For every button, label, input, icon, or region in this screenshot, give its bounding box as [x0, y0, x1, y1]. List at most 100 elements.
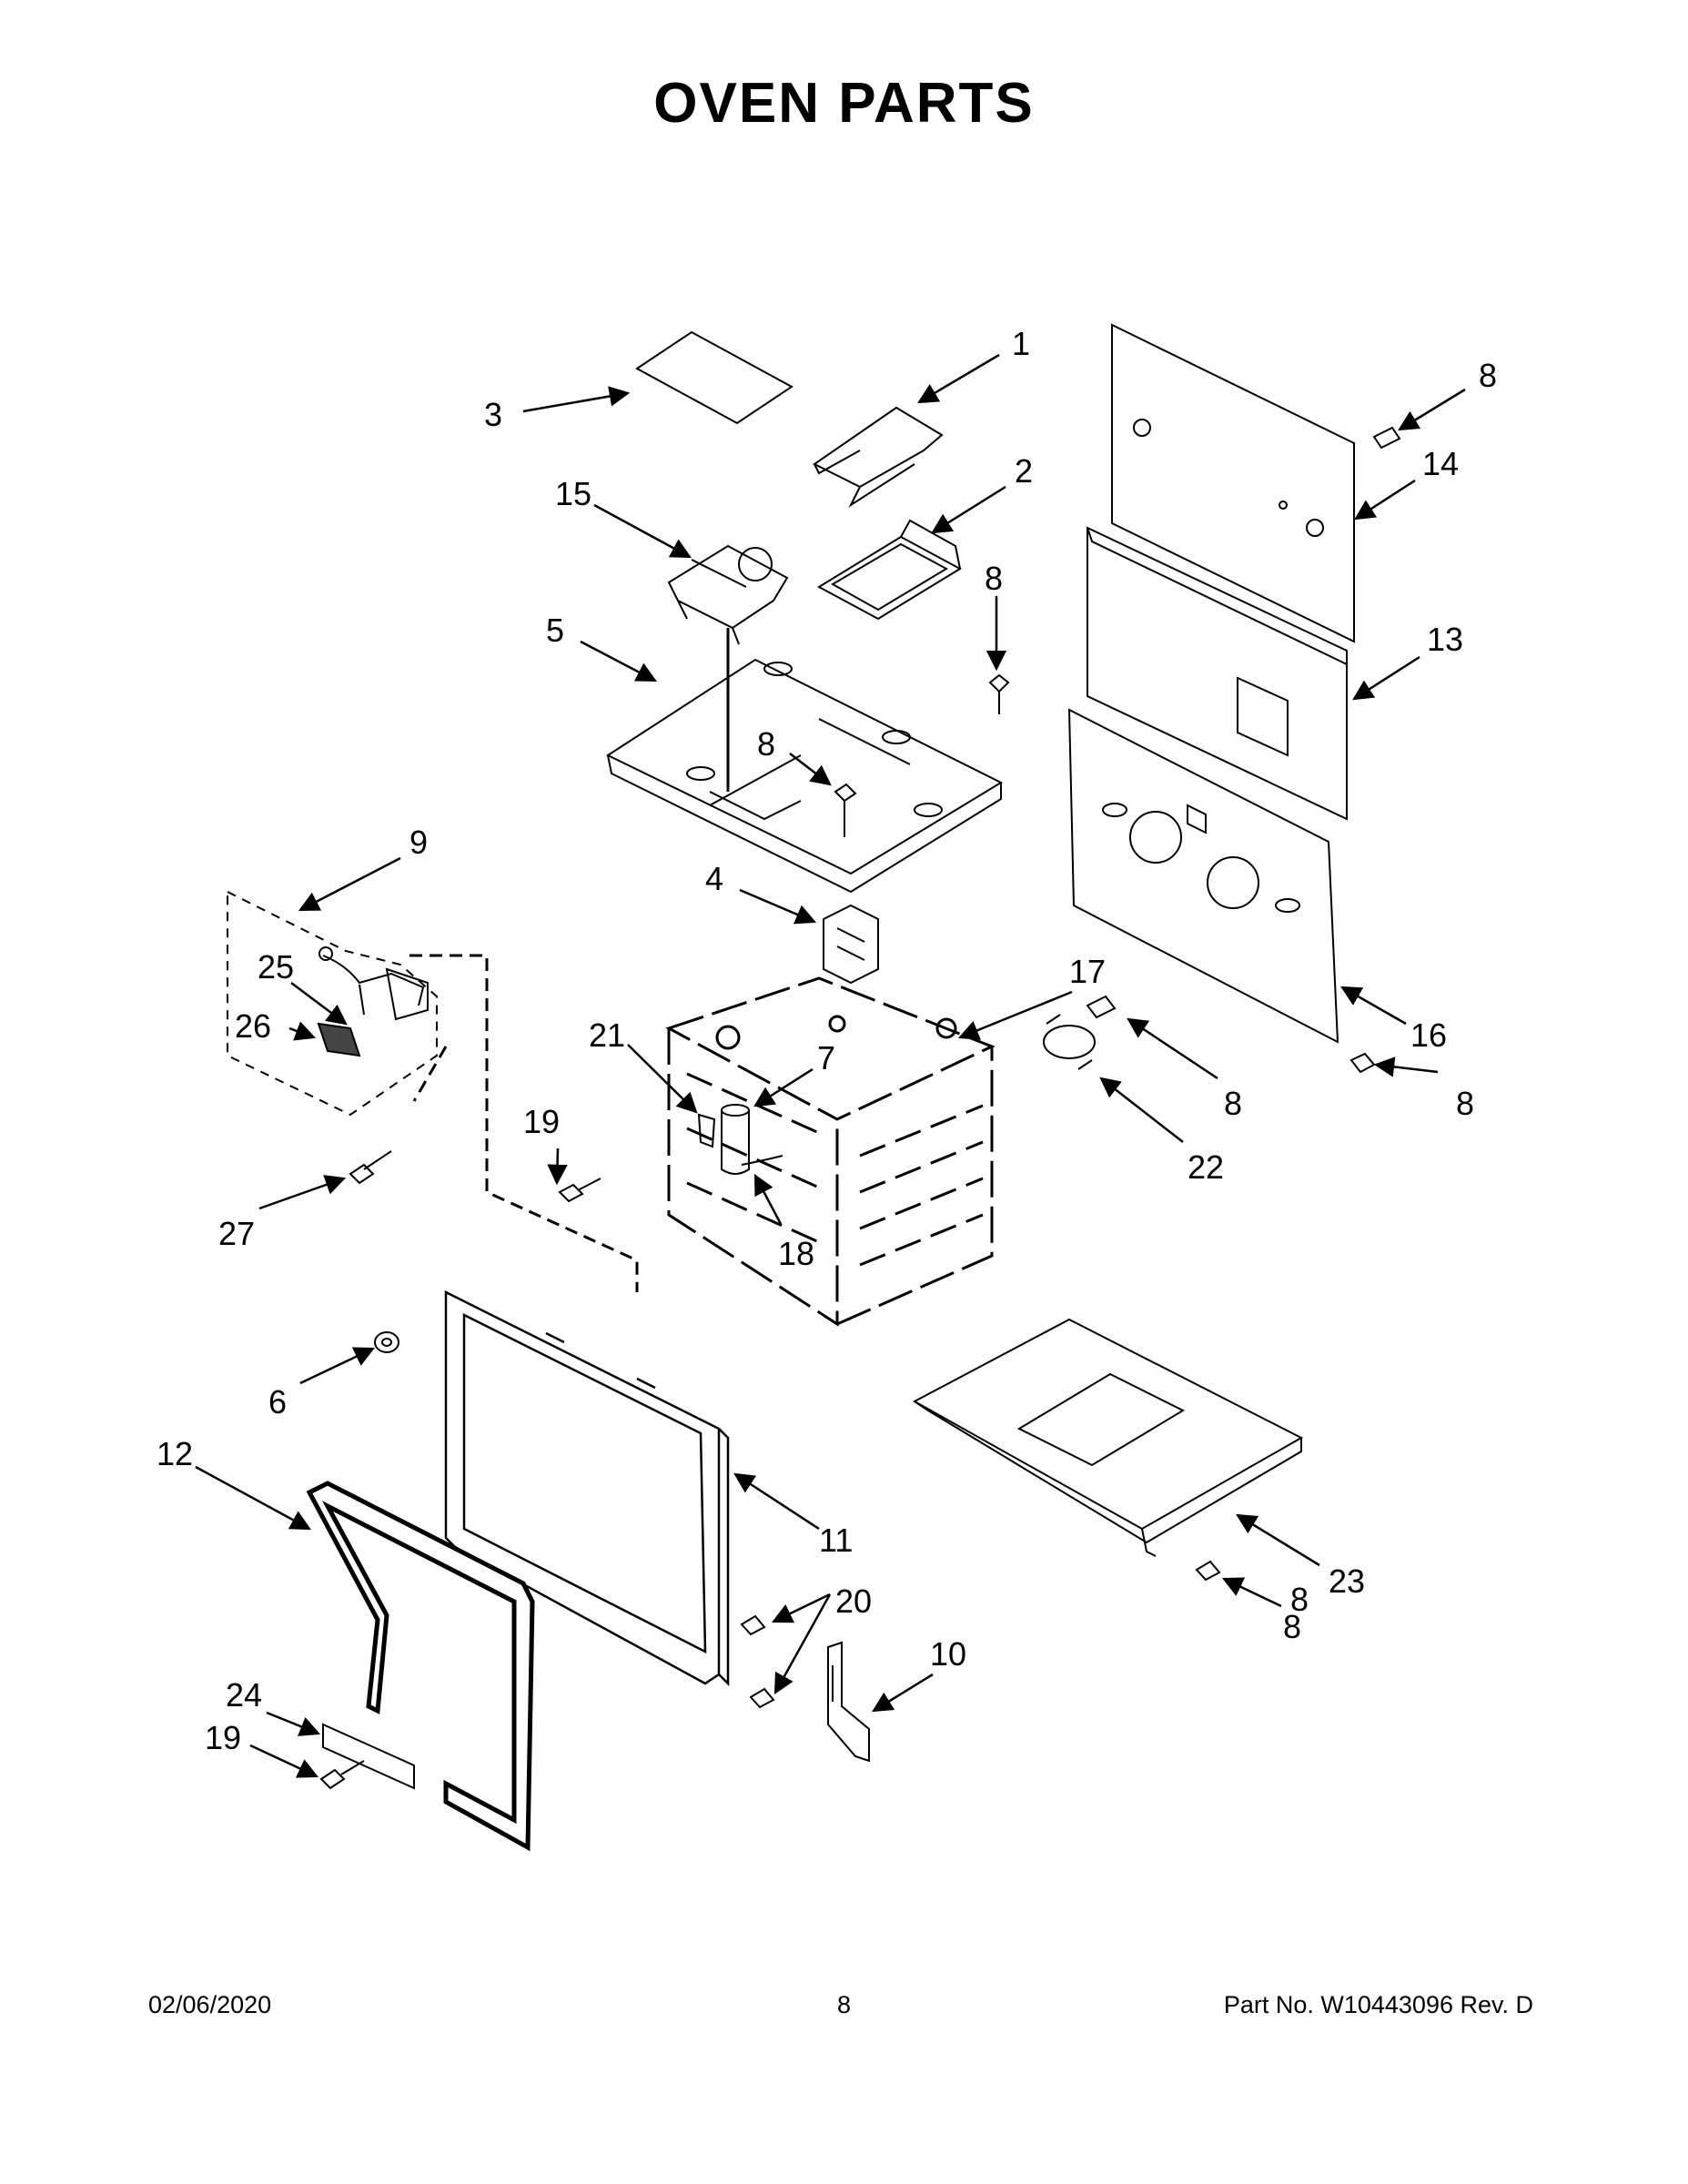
callout-13: 13 [1427, 621, 1463, 658]
part-22-sensor [1043, 1014, 1096, 1070]
part-5-top-panel [605, 658, 1004, 894]
leader-13 [1352, 655, 1420, 701]
callout-17: 17 [1069, 953, 1106, 990]
callout-19-a: 19 [523, 1103, 560, 1140]
callout-10: 10 [930, 1635, 966, 1673]
part-11-door-frame [444, 1289, 730, 1687]
part-13-rear-cover [1087, 526, 1348, 821]
callout-labels: 1 2 3 4 5 6 7 8 8 8 8 8 8 8 9 10 11 12 1… [157, 325, 1497, 1756]
part-15-blower-assembly [667, 544, 789, 792]
callout-8-c: 8 [757, 725, 775, 763]
callout-4: 4 [705, 860, 723, 897]
leader-22 [1099, 1077, 1184, 1143]
leader-8-22 [1127, 1017, 1218, 1080]
part-17-oven-cavity [665, 976, 996, 1327]
footer-date: 02/06/2020 [148, 1991, 272, 2018]
callout-12: 12 [157, 1435, 193, 1472]
leader-12 [195, 1465, 311, 1531]
part-6-knob [374, 1331, 399, 1353]
leader-11 [733, 1472, 820, 1531]
callout-22: 22 [1188, 1148, 1224, 1186]
leader-4 [739, 888, 817, 925]
part-8-screw-16 [1349, 1052, 1376, 1074]
leader-8-23 [1221, 1577, 1282, 1608]
callout-9: 9 [409, 824, 428, 861]
callout-18: 18 [778, 1235, 814, 1272]
leader-27 [258, 1175, 347, 1210]
callout-16: 16 [1410, 1016, 1447, 1054]
connector-line [409, 954, 639, 1292]
part-20-screw-b [749, 1687, 775, 1709]
leader-8-mid [789, 753, 832, 786]
leader-7 [753, 1067, 814, 1107]
part-8-screw-14 [1372, 426, 1401, 450]
part-27-screw [349, 1150, 392, 1185]
leader-1 [917, 353, 1000, 404]
leader-19-upper [547, 1148, 568, 1186]
part-19-screw-lower [319, 1760, 365, 1790]
leader-8-16 [1373, 1057, 1439, 1077]
callout-21: 21 [589, 1016, 625, 1054]
leader-25 [290, 982, 348, 1026]
callout-8-f: 8 [1283, 1608, 1301, 1645]
callout-8-d: 8 [1224, 1085, 1242, 1122]
part-16-rear-inner-panel [1067, 708, 1339, 1044]
part-9-light-housing [227, 890, 438, 1117]
callout-23: 23 [1329, 1562, 1365, 1600]
part-2-duct-tray [816, 519, 963, 621]
part-23-bottom-panel [912, 1318, 1304, 1557]
footer-page-number: 8 [836, 1991, 852, 2018]
part-8-screw-22 [1086, 995, 1117, 1019]
callout-2: 2 [1015, 452, 1033, 490]
leader-23 [1236, 1513, 1320, 1567]
part-10-hinge [827, 1641, 870, 1763]
callout-8-g: 8 [1290, 1581, 1309, 1618]
leader-5 [580, 640, 657, 682]
callout-11: 11 [819, 1522, 853, 1559]
leader-20a [771, 1592, 831, 1623]
leader-19-lower [249, 1744, 319, 1778]
part-20-screw-a [740, 1614, 766, 1636]
connector-line-2 [412, 1046, 448, 1102]
part-8-screw-top [988, 673, 1010, 714]
callout-3: 3 [484, 396, 502, 433]
leader-24 [266, 1711, 321, 1736]
callout-1: 1 [1012, 325, 1030, 362]
leader-8-14 [1398, 388, 1466, 431]
callout-19-b: 19 [205, 1719, 241, 1756]
callout-8-b: 8 [985, 560, 1003, 597]
leader-26 [288, 1021, 317, 1041]
leader-3 [522, 386, 631, 413]
leader-16 [1340, 986, 1407, 1026]
callout-24: 24 [226, 1676, 262, 1714]
leader-14 [1354, 479, 1416, 521]
part-12-gasket [306, 1481, 535, 1852]
part-19-screw-upper [558, 1178, 601, 1203]
callout-27: 27 [218, 1215, 255, 1252]
leader-6 [299, 1347, 376, 1385]
leader-2 [931, 485, 1006, 534]
callout-6: 6 [268, 1383, 287, 1421]
callout-5: 5 [546, 612, 564, 649]
callout-8-a: 8 [1479, 357, 1497, 394]
callout-14: 14 [1422, 445, 1459, 482]
leader-15 [593, 503, 692, 559]
callout-26: 26 [235, 1007, 271, 1045]
footer-part-number: Part No. W10443096 Rev. D [1223, 1991, 1533, 2018]
callout-15: 15 [555, 475, 591, 512]
part-4-bracket [823, 904, 879, 985]
part-26-light-lens [317, 1022, 361, 1057]
part-8-screw-mid [834, 783, 857, 837]
leader-18 [753, 1174, 783, 1225]
leader-9 [298, 856, 401, 912]
leader-10 [872, 1673, 934, 1713]
part-25-light-wiring [318, 946, 429, 1021]
part-1-vent-duct [813, 406, 944, 508]
part-3-insulation-pad [635, 330, 793, 425]
callout-20: 20 [835, 1582, 872, 1620]
callout-8-e: 8 [1456, 1085, 1474, 1122]
part-24-hinge-bracket [322, 1723, 415, 1790]
part-7-element [721, 1104, 750, 1175]
part-8-screw-23 [1195, 1560, 1221, 1582]
